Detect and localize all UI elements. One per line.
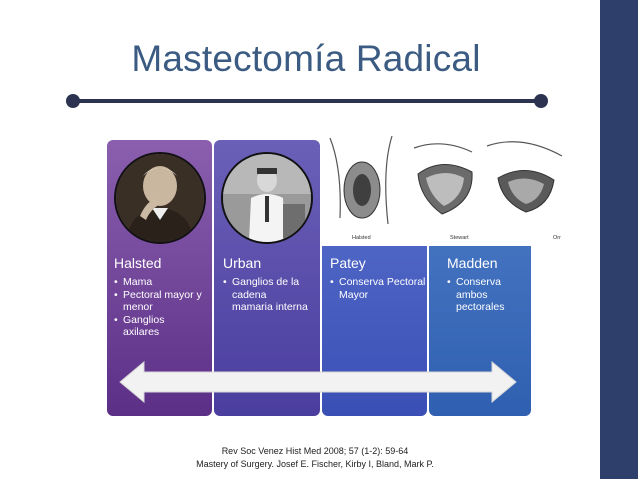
slide-title: Mastectomía Radical [131,38,481,79]
heading-madden: Madden [447,255,498,271]
citation-line-1: Rev Soc Venez Hist Med 2008; 57 (1-2): 5… [221,446,409,456]
halsted-bullets: Mama Pectoral mayor y menor Ganglios axi… [114,276,206,339]
drawing-label-orr: Orr [553,235,561,241]
halsted-portrait [114,152,206,244]
mastectomy-drawings [322,128,567,246]
patey-bullets: Conserva Pectoral Mayor [330,276,425,301]
list-item: Mama [114,276,206,289]
list-item: Ganglios axilares [114,314,185,339]
list-item: Conserva Pectoral Mayor [330,276,429,301]
drawing-label-halsted: Halsted [352,235,371,241]
divider-right-dot [534,94,548,108]
urban-bullets: Ganglios de la cadena mamaria interna [223,276,313,314]
list-item: Pectoral mayor y menor [114,289,206,314]
divider-left-dot [66,94,80,108]
title-divider [72,99,542,103]
drawing-label-stewart: Stewart [450,235,469,241]
list-item: Conserva ambos pectorales [447,276,516,314]
heading-urban: Urban [223,255,262,271]
heading-patey: Patey [330,255,366,271]
double-arrow-icon [118,360,518,404]
list-item: Ganglios de la cadena mamaria interna [223,276,310,314]
right-accent-bar [600,0,638,479]
urban-portrait [221,152,313,244]
madden-bullets: Conserva ambos pectorales [447,276,527,314]
heading-halsted: Halsted [114,255,162,271]
citation-line-2: Mastery of Surgery. Josef E. Fischer, Ki… [196,459,434,469]
